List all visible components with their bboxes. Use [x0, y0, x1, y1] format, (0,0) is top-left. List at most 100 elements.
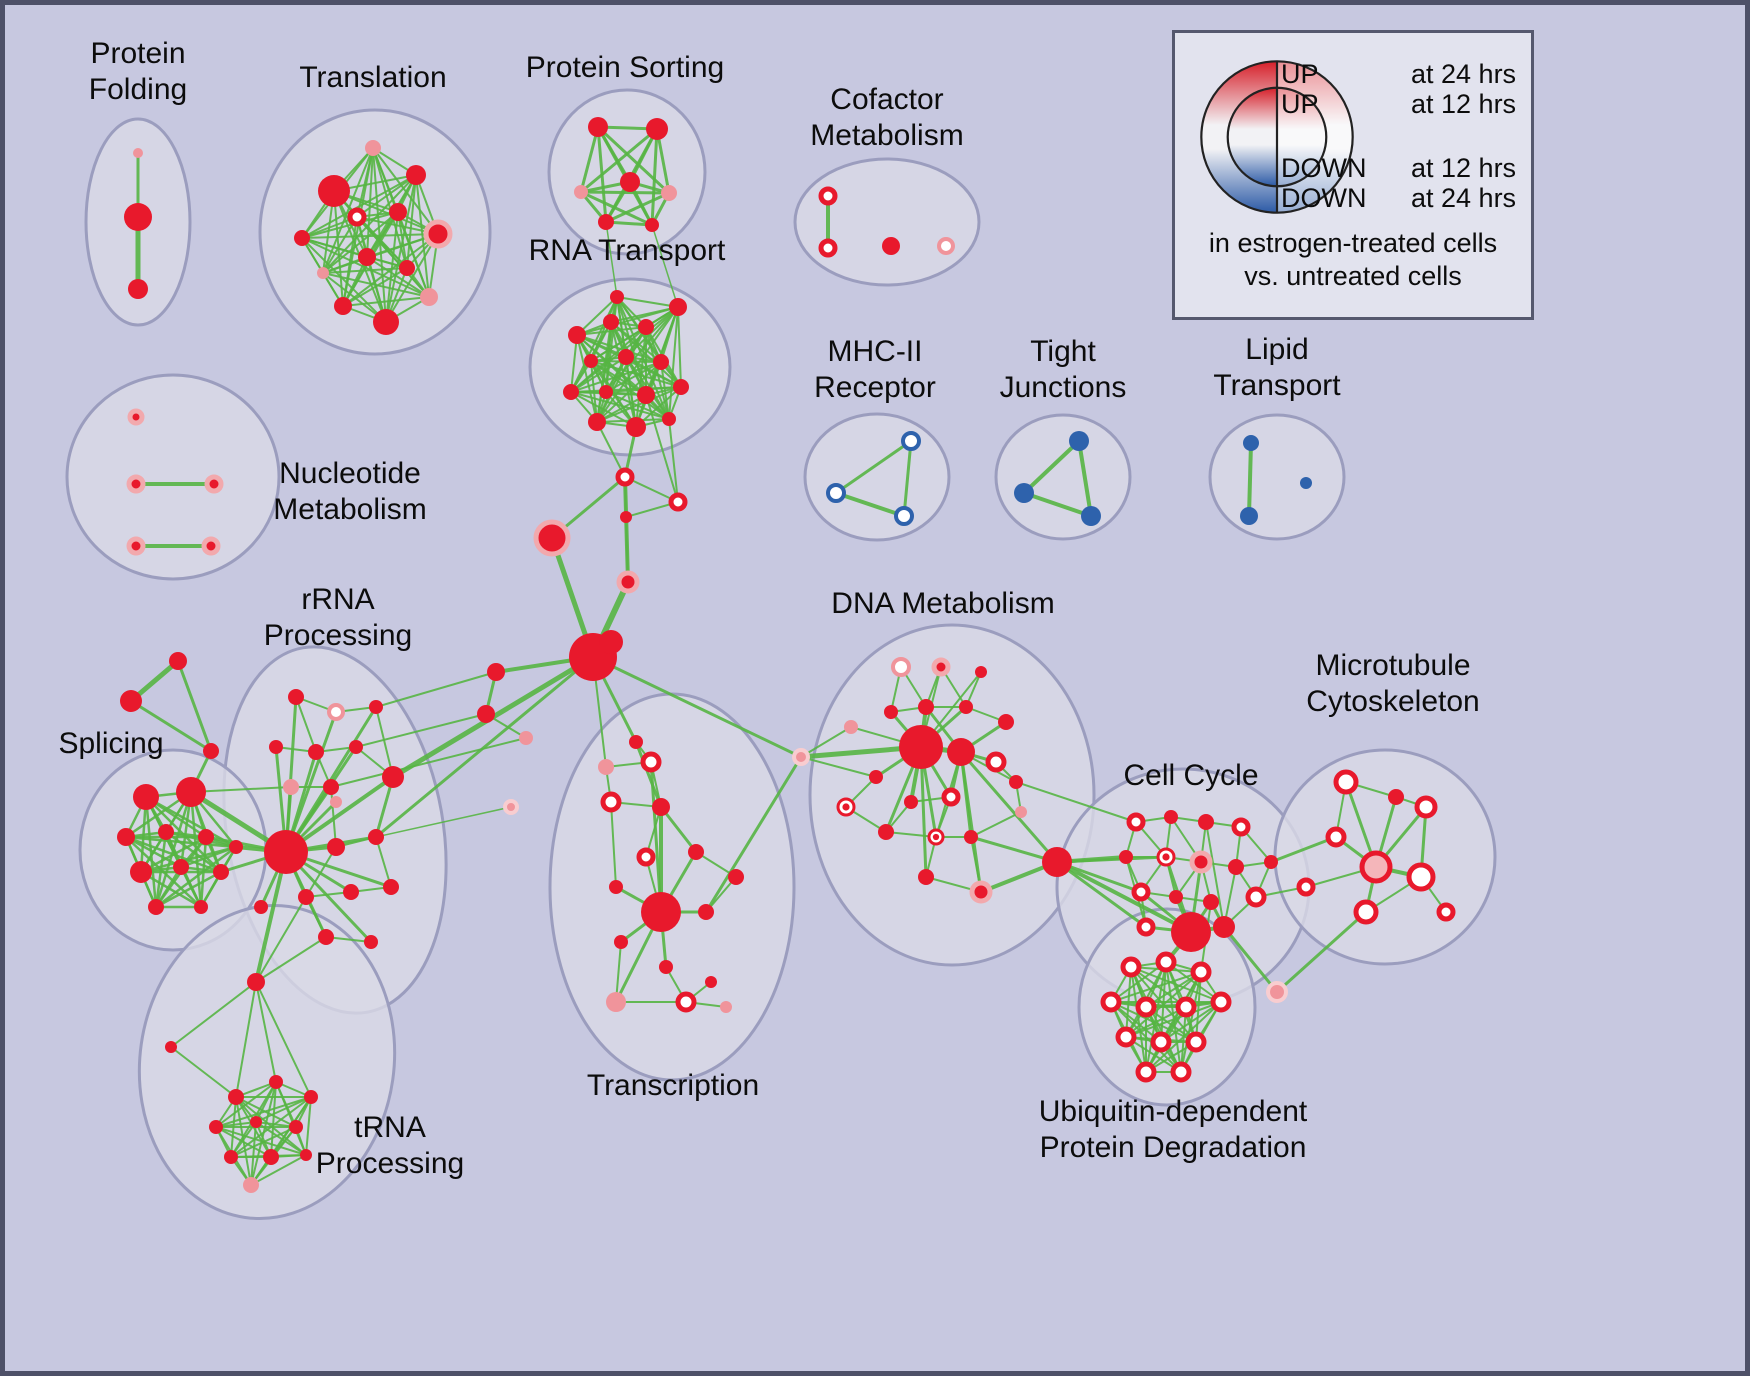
node-nm2	[126, 474, 146, 494]
node-tn10	[263, 1149, 279, 1165]
edge-rt6-rt8	[570, 356, 627, 393]
cluster-label-cell-cycle: Cell Cycle	[1123, 759, 1258, 792]
legend-down12-label: DOWN	[1281, 153, 1367, 183]
edge-rp12-rp15	[375, 836, 392, 888]
edge-cn1-dm4	[800, 726, 852, 758]
node-rt1	[568, 326, 586, 344]
node-tn6	[209, 1120, 223, 1134]
node-sp11	[229, 840, 243, 854]
node-rp5	[308, 744, 324, 760]
node-mc3	[1414, 795, 1438, 819]
node-lt3	[1300, 477, 1312, 489]
legend-up12-label: UP	[1281, 89, 1319, 119]
node-rt3	[638, 319, 654, 335]
node-tn2	[165, 1041, 177, 1053]
cluster-label-translation: Translation	[299, 61, 446, 94]
node-ub1	[1120, 956, 1142, 978]
node-tr12	[373, 309, 399, 335]
edge-rt0-rt1	[576, 296, 618, 336]
node-ps5	[661, 185, 677, 201]
edge-tr9-tr13	[366, 256, 430, 298]
edge-rt6-rt13	[625, 356, 637, 428]
edge-ub3-ub10	[1195, 971, 1202, 1043]
node-rp7	[382, 766, 404, 788]
node-cn1	[792, 748, 810, 766]
edge-tr3-tr12	[385, 174, 417, 323]
node-hub2	[599, 630, 623, 654]
cluster-mhc-ii-receptor	[803, 412, 951, 542]
node-rp4	[269, 740, 283, 754]
node-rp13	[298, 889, 314, 905]
node-sp6	[130, 861, 152, 883]
node-cc13	[1213, 916, 1235, 938]
node-tr8	[317, 267, 329, 279]
node-cc4	[1231, 817, 1251, 837]
node-rp14	[343, 884, 359, 900]
edge-tj1-tj2	[1022, 439, 1081, 495]
edge-tn1-rp16	[255, 936, 327, 983]
node-lt2	[1240, 507, 1258, 525]
node-rt10	[637, 386, 655, 404]
edge-ub7-ub9	[1160, 1001, 1222, 1043]
node-dm6	[918, 699, 934, 715]
node-dot-cc6	[1162, 853, 1170, 861]
nodes	[117, 117, 1456, 1193]
edge-mh1-mh2	[834, 439, 913, 495]
node-rp10	[264, 830, 308, 874]
node-rt12	[588, 413, 606, 431]
edge-mh1-mh3	[902, 439, 913, 518]
node-tr6	[389, 203, 407, 221]
node-dm20	[918, 869, 934, 885]
node-rt0	[610, 290, 624, 304]
node-cc5	[1119, 850, 1133, 864]
edge-cc13-cn2	[1222, 925, 1279, 994]
edge-rt1-rt8	[570, 334, 578, 393]
node-mc9	[1436, 902, 1456, 922]
edge-mh2-mh3	[834, 491, 906, 518]
node-ub10	[1185, 1031, 1207, 1053]
node-tc13	[675, 991, 697, 1013]
edge-hub-rp12	[374, 655, 595, 839]
node-dm5	[884, 705, 898, 719]
node-rp9	[323, 779, 339, 795]
edge-tr6-tr12	[385, 211, 399, 323]
node-tc3	[600, 791, 622, 813]
node-pf3	[128, 279, 148, 299]
edge-dm19-dm22	[970, 811, 1022, 838]
node-tn11	[300, 1149, 312, 1161]
node-dm2	[931, 657, 951, 677]
node-tc2	[640, 751, 662, 773]
edge-tn1-tn5	[255, 981, 312, 1098]
node-ps7	[645, 218, 659, 232]
edge-tn7-tn12	[250, 1121, 257, 1186]
node-tc6	[636, 847, 656, 867]
edge-tn4-tn6	[215, 1081, 277, 1128]
node-dm9	[899, 725, 943, 769]
node-dm1	[891, 657, 911, 677]
edge-fx2-fx3	[176, 659, 213, 753]
node-rt14	[662, 412, 676, 426]
node-cc12	[1171, 912, 1211, 952]
node-sp1	[133, 784, 159, 810]
edge-ps7-rt4	[651, 224, 679, 308]
node-tn5	[304, 1090, 318, 1104]
edge-tr3-tr4	[301, 174, 417, 239]
legend-right-half-pale	[1277, 61, 1353, 213]
edge-tr7-tr11	[342, 233, 439, 307]
node-nm5	[201, 536, 221, 556]
node-dm14	[904, 795, 918, 809]
node-rt9	[599, 385, 613, 399]
node-fx3	[203, 743, 219, 759]
edge-ub2-ub7	[1165, 961, 1222, 1003]
node-h1	[615, 467, 635, 487]
node-cc2	[1164, 810, 1178, 824]
edge-tr5-tr8	[322, 216, 358, 274]
edge-tr11-tr13	[342, 296, 430, 307]
edge-tn8-tn9	[230, 1126, 297, 1158]
edge-ps2-ps7	[650, 127, 659, 227]
node-rp6	[349, 740, 363, 754]
edge-tc3-tc7	[610, 801, 617, 888]
node-dm7	[959, 700, 973, 714]
